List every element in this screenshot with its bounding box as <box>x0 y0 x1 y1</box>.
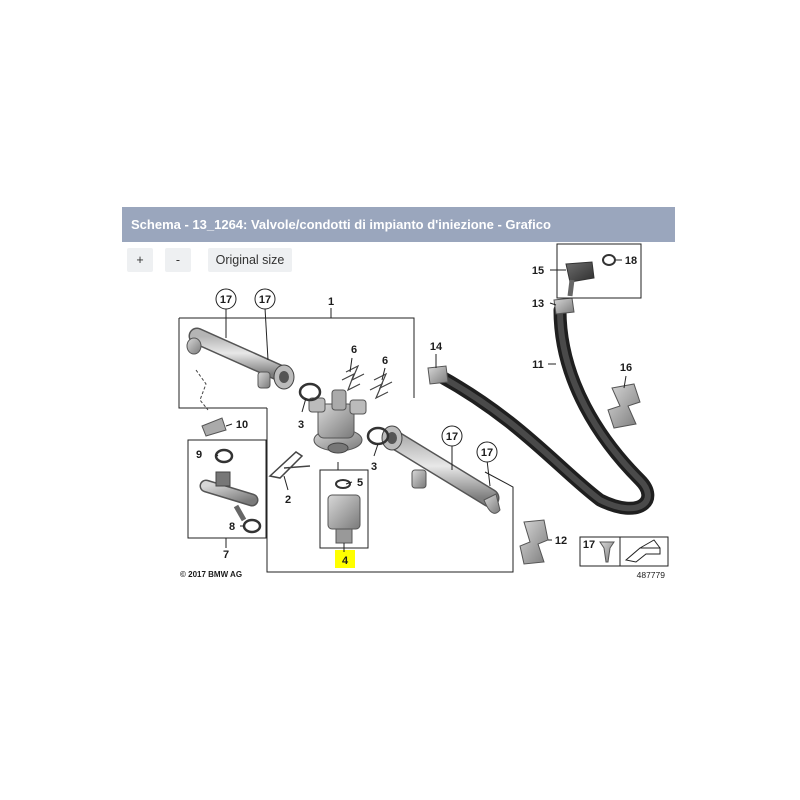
label-15: 15 <box>532 265 544 277</box>
label-11: 11 <box>532 359 544 371</box>
label-5: 5 <box>357 477 363 489</box>
pressure-sensor-4 <box>327 494 361 544</box>
injector-group-frame <box>187 439 267 548</box>
label-4: 4 <box>342 555 349 567</box>
leader-lines <box>215 259 627 541</box>
label-13: 13 <box>532 298 544 310</box>
fuel-rail-left <box>186 327 295 390</box>
label-16: 16 <box>620 362 632 374</box>
connector-group-frame <box>556 243 642 299</box>
connector-15 <box>565 261 595 297</box>
label-10: 10 <box>236 419 248 431</box>
fuel-line-11 <box>433 303 655 515</box>
original-size-button[interactable]: Original size <box>208 248 292 272</box>
clip-6-right <box>369 372 393 400</box>
holder-16 <box>607 383 641 429</box>
callout-17-a: 17 <box>215 288 237 310</box>
label-6-left: 6 <box>351 344 357 356</box>
label-7: 7 <box>223 549 229 561</box>
seal-ring-5 <box>335 479 351 489</box>
callout-17-b: 17 <box>254 288 276 310</box>
label-8: 8 <box>229 521 235 533</box>
label-6-right: 6 <box>382 355 388 367</box>
label-3-left: 3 <box>298 419 304 431</box>
label-12: 12 <box>555 535 567 547</box>
callout-17-c: 17 <box>441 425 463 447</box>
zoom-in-button[interactable]: + <box>127 248 153 272</box>
o-ring-8 <box>242 518 262 534</box>
holder-12 <box>519 519 549 565</box>
callout-17-d: 17 <box>476 441 498 463</box>
fuel-distributor <box>308 389 367 454</box>
connector-14 <box>427 365 449 385</box>
label-18: 18 <box>625 255 637 267</box>
copyright-text: © 2017 BMW AG <box>180 570 242 579</box>
zoom-out-button[interactable]: - <box>165 248 191 272</box>
o-ring-3-left <box>298 382 322 402</box>
clip-6-left <box>341 364 365 392</box>
svg-text:17: 17 <box>446 431 458 443</box>
injector-7 <box>199 471 259 522</box>
label-14: 14 <box>430 341 443 353</box>
svg-text:17: 17 <box>220 294 232 306</box>
o-ring-18 <box>602 254 616 266</box>
o-ring-9 <box>214 448 234 464</box>
clamp-13 <box>553 297 575 315</box>
clip-10 <box>201 417 227 437</box>
label-2: 2 <box>285 494 291 506</box>
svg-text:17: 17 <box>481 447 493 459</box>
label-3-right: 3 <box>371 461 377 473</box>
highlight-part-4 <box>335 550 355 568</box>
bracket-2 <box>268 451 311 479</box>
assembly-1-frame <box>178 308 514 573</box>
label-9: 9 <box>196 449 202 461</box>
diagram-header: Schema - 13_1264: Valvole/condotti di im… <box>122 207 675 242</box>
svg-text:17: 17 <box>259 294 271 306</box>
legend-box <box>579 536 669 567</box>
image-number: 487779 <box>637 570 666 580</box>
label-1: 1 <box>328 296 334 308</box>
label-17-box: 17 <box>583 539 595 551</box>
fuel-rail-right <box>381 425 501 514</box>
